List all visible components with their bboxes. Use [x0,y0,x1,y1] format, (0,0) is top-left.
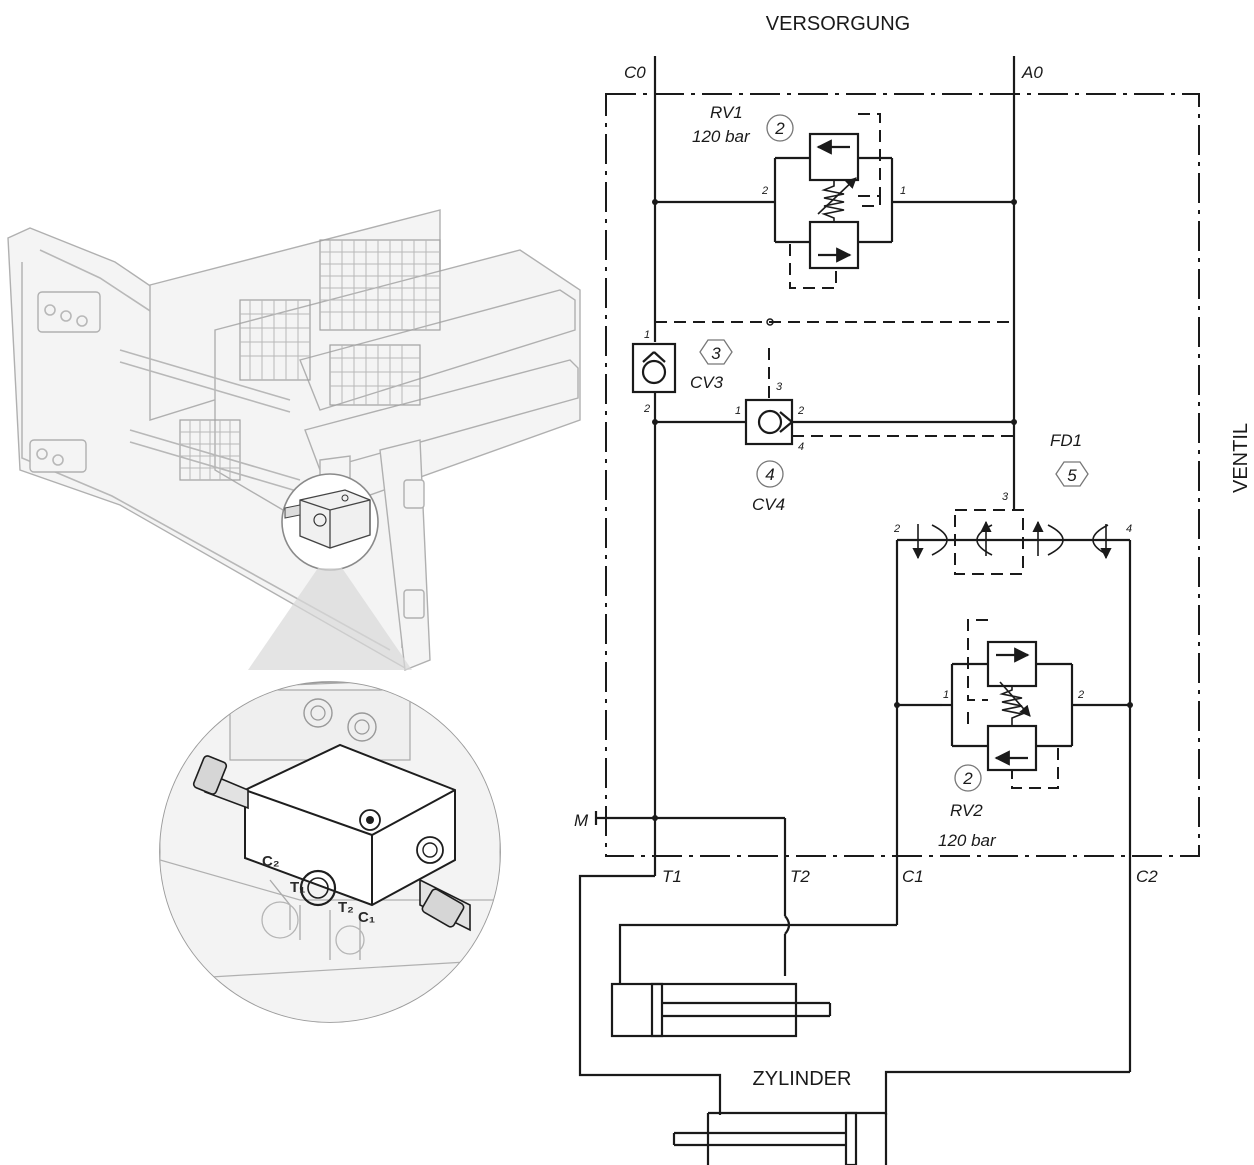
valve-label: VENTIL [1230,423,1252,493]
cv3-port-1: 1 [644,329,650,341]
fd1-port-4: 4 [1126,523,1132,535]
port-t1: T1 [662,867,682,886]
cv4-port-1: 1 [735,405,741,417]
relief-valve-rv1: RV1 120 bar 2 2 1 [652,103,1017,289]
cv4-item: 4 [765,465,774,484]
cv4-item-badge [756,460,784,488]
cv3-item-badge [699,339,733,365]
port-c2: C2 [1136,867,1158,886]
line-c2-to-cylinder [884,1070,1130,1115]
fd1-port-2: 2 [893,523,900,535]
grille-upper [319,239,441,331]
zoomed-valve-block [160,682,500,1022]
rv2-port-1: 1 [943,689,949,701]
cv4-name: CV4 [752,495,785,514]
cv3-port-2: 2 [643,403,650,415]
hydraulic-schematic: VERSORGUNG VENTIL ZYLINDER C0 A0 [574,13,1252,1165]
lower-cylinder [672,1111,888,1165]
fd1-item: 5 [1067,466,1077,485]
fd1-port-3: 3 [1002,491,1009,503]
rv1-item-badge [766,114,794,142]
supply-label: VERSORGUNG [766,13,910,35]
rv2-port-2: 2 [1077,689,1084,701]
flow-divider-fd1: FD1 5 2 3 4 [893,431,1132,575]
rv1-name: RV1 [710,103,743,122]
block-marking-t2: T₂ [338,899,354,916]
rv1-port-1: 1 [900,185,906,197]
line-t1 [578,874,722,1115]
cv3-item: 3 [711,344,721,363]
rv2-name: RV2 [950,801,983,820]
fd1-item-badge [1055,461,1089,487]
relief-valve-rv2: 1 2 2 RV2 120 bar [894,619,1133,850]
rv1-port-2: 2 [761,185,768,197]
rv1-pressure: 120 bar [692,127,751,146]
cv3-name: CV3 [690,373,724,392]
block-marking-c2: C₂ [262,853,280,870]
fd1-name: FD1 [1050,431,1082,450]
port-a0: A0 [1021,63,1043,82]
zoom-leader [248,568,412,670]
valve-boundary [605,93,1200,857]
check-valve-cv3: 1 2 3 CV3 [631,329,733,876]
port-t2: T2 [790,867,810,886]
block-marking-c1: C₁ [358,909,375,926]
fork-positioner-drawing: C₂ T₁ T₂ C₁ [7,209,581,1023]
upper-cylinder [610,982,832,1038]
rv2-item-badge [954,764,982,792]
grille-middle [239,299,421,406]
port-m: M [574,811,589,830]
port-c0: C0 [624,63,646,82]
cylinder-label: ZYLINDER [753,1068,852,1090]
check-valve-cv4: 1 2 3 4 4 CV4 [652,348,1017,514]
block-marking-t1: T₁ [290,879,305,896]
rv1-item: 2 [774,119,785,138]
cv4-port-4: 4 [798,441,804,453]
rv2-pressure: 120 bar [938,831,997,850]
gauge-port-m: M [574,811,791,976]
cv4-port-2: 2 [797,405,804,417]
small-valve-block [284,489,371,549]
line-c1-to-cylinder [618,923,897,985]
rv2-item: 2 [962,769,973,788]
cv4-port-3: 3 [776,381,783,393]
port-c1: C1 [902,867,924,886]
